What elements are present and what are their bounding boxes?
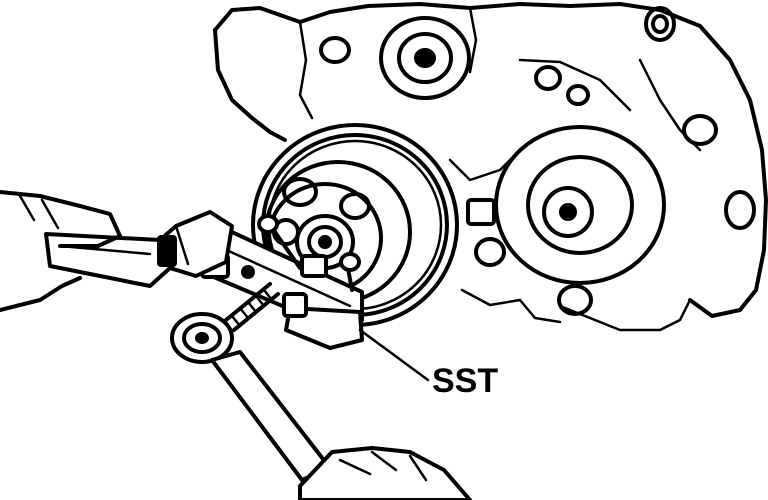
adjustable-wrench	[44, 210, 234, 288]
right-hand	[298, 446, 472, 500]
sst-label: SST	[432, 362, 498, 400]
engine-block	[213, 2, 768, 332]
left-hand	[0, 190, 122, 312]
box-end-wrench	[170, 282, 332, 482]
sst-callout: SST	[358, 328, 498, 400]
